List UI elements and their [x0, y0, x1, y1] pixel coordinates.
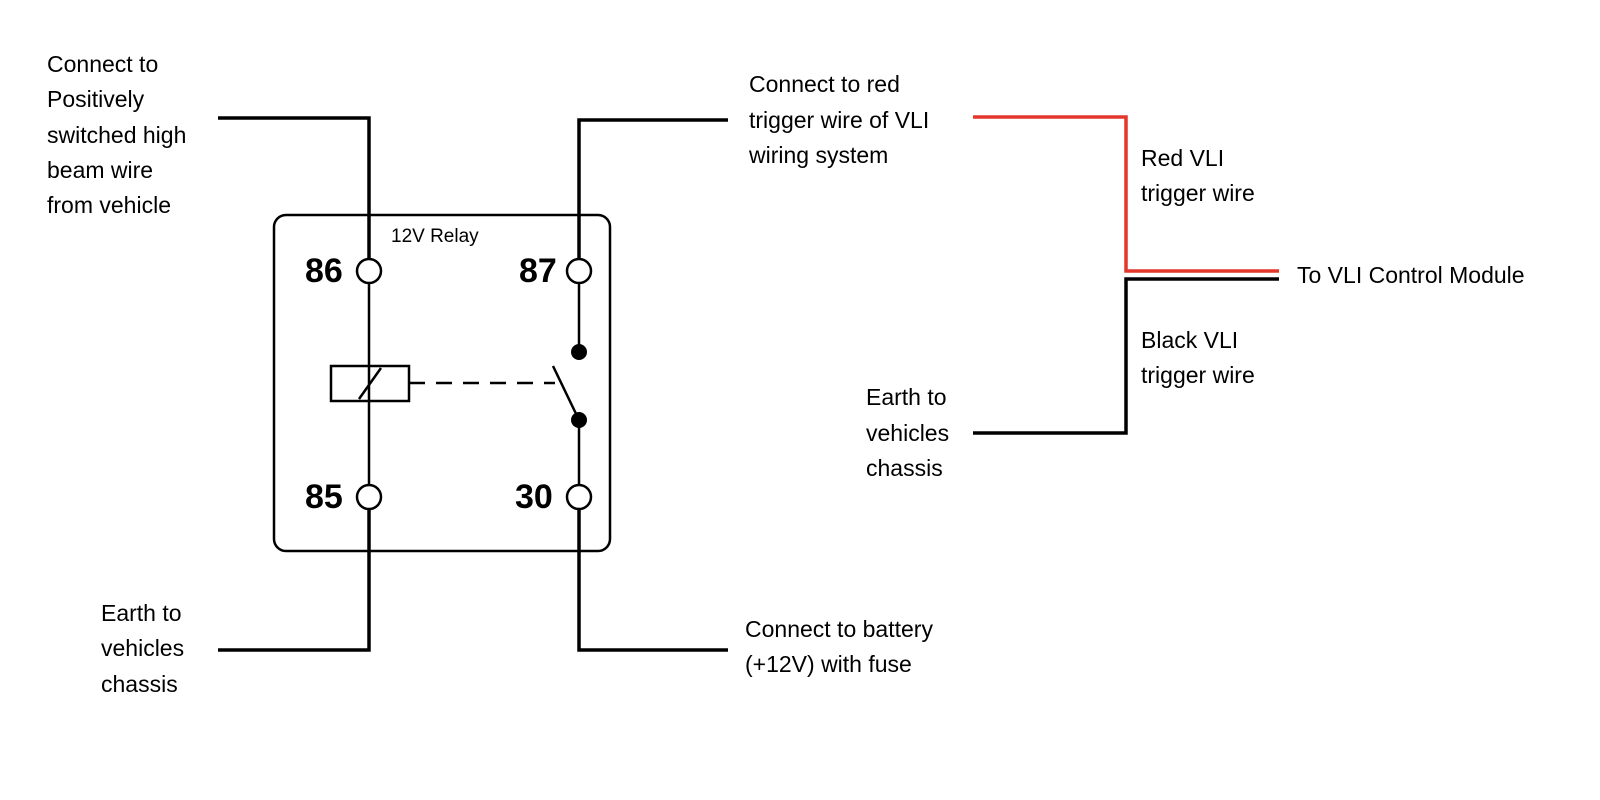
wire-high-beam [218, 116, 371, 258]
pin-85-terminal [355, 483, 383, 511]
pin-86-label: 86 [305, 252, 343, 290]
contact-87-dot [571, 344, 587, 360]
wire-red-trigger [577, 118, 728, 258]
label-high-beam: Connect to Positively switched high beam… [47, 51, 193, 218]
pin-87-terminal [565, 257, 593, 285]
label-control-module: To VLI Control Module [1297, 262, 1525, 288]
label-red-trigger: Connect to red trigger wire of VLI wirin… [748, 71, 936, 168]
pin-30-terminal [565, 483, 593, 511]
relay-title: 12V Relay [391, 226, 479, 247]
pin-30-label: 30 [515, 478, 553, 516]
red-vli-trigger-wire [973, 115, 1279, 273]
label-battery: Connect to battery (+12V) with fuse [745, 616, 939, 677]
wire-battery [577, 510, 728, 652]
switch-arm [551, 365, 581, 421]
relay-housing [272, 213, 612, 553]
label-red-vli: Red VLI trigger wire [1141, 145, 1255, 206]
wire-earth-left [218, 510, 371, 652]
label-earth-left: Earth to vehicles chassis [101, 600, 191, 697]
pin-87-label: 87 [519, 252, 557, 290]
coil-slash [357, 367, 383, 400]
label-black-vli: Black VLI trigger wire [1141, 327, 1255, 388]
pin-85-label: 85 [305, 478, 343, 516]
label-earth-right: Earth to vehicles chassis [866, 384, 956, 481]
pin-86-terminal [355, 257, 383, 285]
black-vli-trigger-wire [973, 277, 1279, 435]
